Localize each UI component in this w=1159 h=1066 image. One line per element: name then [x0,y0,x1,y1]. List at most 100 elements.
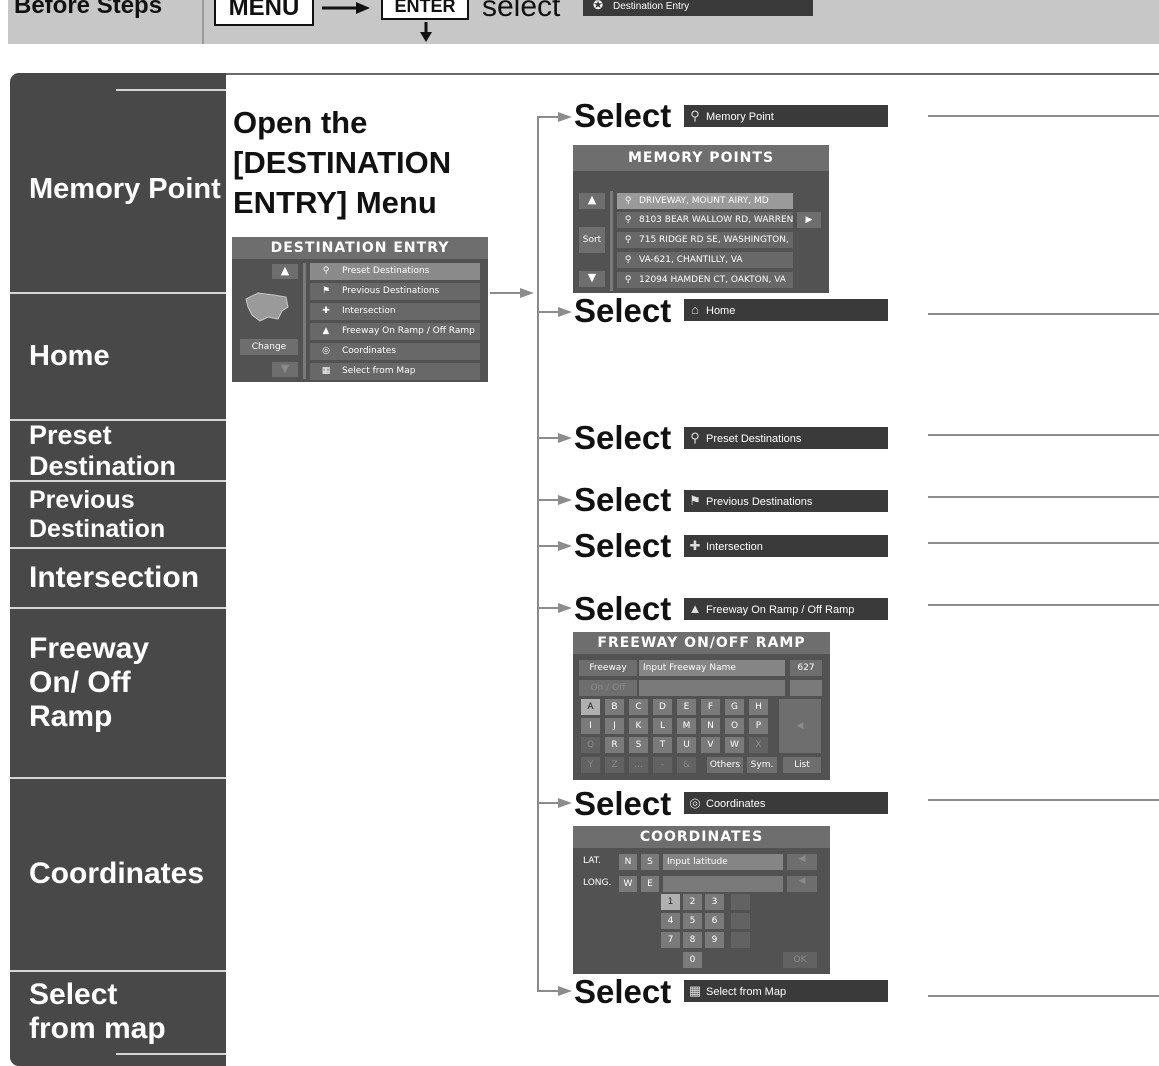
screen-divider [303,263,306,379]
branch-line [538,545,560,547]
sidebar-separator [10,970,226,972]
key: R [605,737,624,753]
others-button: Others [707,757,743,773]
west-key: W [619,876,637,892]
memory-point-button: ⚲Memory Point [684,105,888,127]
branch-arrow-icon [558,433,572,443]
key: P [749,718,768,734]
destination-entry-icon: ✪ [592,0,604,12]
key: 8 [683,932,702,948]
branch-line [538,437,560,439]
memory-points-screen: MEMORY POINTS ▲ Sort ▼ ⚲DRIVEWAY, MOUNT … [573,145,829,293]
dest-item-coordinates: ◎Coordinates [310,343,480,360]
branch-line [538,499,560,501]
branch-arrow-icon [558,986,572,996]
key: W [725,737,744,753]
step-arrow-icon [322,2,370,14]
key: J [605,718,624,734]
key: E [677,699,696,715]
key: U [677,737,696,753]
key: ... [629,757,648,773]
select-label: Select [574,481,672,518]
key: Q [581,737,600,753]
pin-icon: ⚲ [624,196,632,206]
memory-item: ⚲12094 HAMDEN CT, OAKTON, VA [617,272,793,288]
branch-arrow-icon [558,112,572,122]
freeway-ramp-button: ▲Freeway On Ramp / Off Ramp [684,598,888,620]
category-freeway-ramp: Freeway On/ Off Ramp [29,632,150,733]
memory-item: ⚲DRIVEWAY, MOUNT AIRY, MD [617,193,793,209]
category-intersection: Intersection [29,561,200,594]
before-steps-divider [202,0,204,44]
longitude-input [663,876,783,892]
destination-entry-title: DESTINATION ENTRY [232,237,488,259]
key-a: A [581,699,600,715]
latitude-input: Input latitude [663,854,783,870]
key: B [605,699,624,715]
sidebar-separator [10,777,226,779]
category-home: Home [29,339,110,372]
scroll-up-icon: ▲ [272,264,298,279]
category-coordinates: Coordinates [29,857,205,890]
select-label: Select [574,590,672,627]
branch-arrow-icon [558,307,572,317]
select-label: Select [574,292,672,329]
dest-item-map: ▦Select from Map [310,363,480,380]
sidebar-separator [10,547,226,549]
coordinates-screen: COORDINATES LAT. N S Input latitude ◀ LO… [573,826,830,974]
category-sidebar: Memory Point Home Preset Destination Pre… [10,73,226,1066]
memory-points-title: MEMORY POINTS [573,145,829,171]
trunk-line [537,116,539,992]
branch-arrow-icon [558,541,572,551]
key: C [629,699,648,715]
content-top-rule [226,73,1159,75]
key: N [701,718,720,734]
key-blank [731,913,750,929]
pin-icon: ⚲ [624,235,632,245]
map-icon: ▦ [321,366,331,376]
on-off-field [639,680,785,696]
sym-button: Sym. [747,757,777,773]
key: 4 [661,913,680,929]
us-map-icon [244,289,290,325]
key: T [653,737,672,753]
coordinates-icon: ◎ [322,346,330,356]
key: S [629,737,648,753]
on-off-label: On / Off [579,680,637,696]
intersection-button: ✚Intersection [684,535,888,557]
key: L [653,718,672,734]
chevron-right-icon: ▶ [797,212,821,228]
continuation-line [928,542,1159,544]
down-arrow-icon [420,22,432,42]
key: & [677,757,696,773]
list-button: List [783,757,821,773]
home-button: ⌂Home [684,299,888,321]
backspace-icon: ◀ [779,699,821,753]
key: K [629,718,648,734]
dest-item-preset: ⚲Preset Destinations [310,263,480,280]
continuation-line [928,496,1159,498]
key-blank [731,894,750,910]
key: 3 [705,894,724,910]
north-key: N [619,854,637,870]
scroll-up-icon: ▲ [579,193,605,209]
memory-item: ⚲715 RIDGE RD SE, WASHINGTON, [617,232,793,248]
key: V [701,737,720,753]
pin-icon: ⚲ [624,215,632,225]
memory-item: ⚲8103 BEAR WALLOW RD, WARREN [617,212,793,228]
continuation-line [928,799,1159,801]
sidebar-separator [10,480,226,482]
continuation-line [928,115,1159,117]
key: 2 [683,894,702,910]
lat-label: LAT. [583,856,601,866]
continuation-line [928,995,1159,997]
select-label: Select [574,527,672,564]
sidebar-separator [10,607,226,609]
sort-button: Sort [579,227,605,253]
pin-icon: ⚲ [624,275,632,285]
coordinates-button: ◎Coordinates [684,792,888,814]
branch-line [538,116,560,118]
branch-arrow-icon [558,603,572,613]
enter-key: ENTER [381,0,469,20]
freeway-count: 627 [790,660,822,676]
